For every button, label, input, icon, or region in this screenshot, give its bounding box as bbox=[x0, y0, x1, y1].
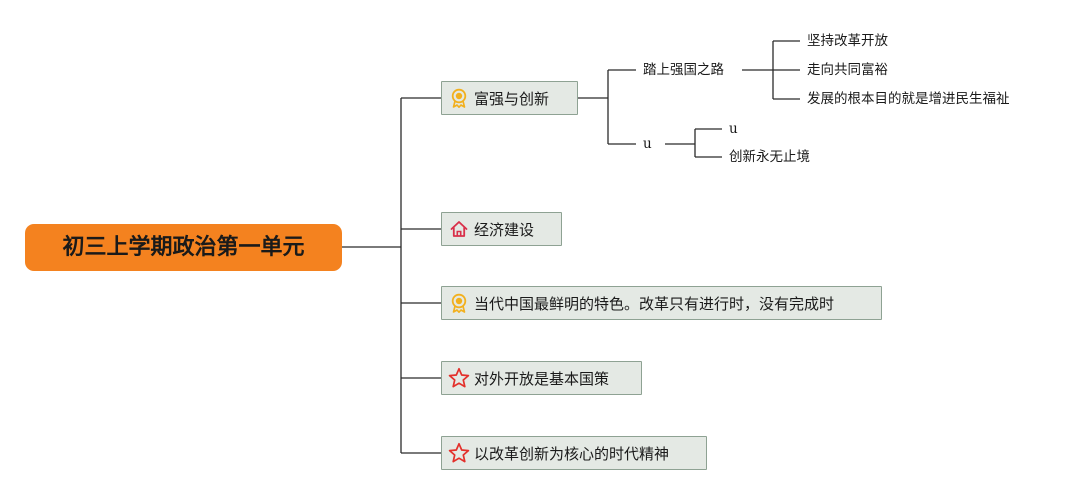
leaf-label: 创新永无止境 bbox=[729, 149, 810, 165]
leaf-topic[interactable]: 坚持改革开放 bbox=[807, 32, 888, 50]
leaf-label: 发展的根本目的就是增进民生福祉 bbox=[807, 91, 1010, 107]
branch-label-3: 当代中国最鲜明的特色。改革只有进行时，没有完成时 bbox=[474, 294, 835, 313]
subtopic-2[interactable]: u bbox=[643, 135, 652, 153]
leaf-topic[interactable]: 发展的根本目的就是增进民生福祉 bbox=[807, 90, 1010, 108]
branch-label-4: 对外开放是基本国策 bbox=[474, 369, 610, 388]
branch-node-3[interactable]: 当代中国最鲜明的特色。改革只有进行时，没有完成时 bbox=[441, 286, 882, 320]
subtopic-1[interactable]: 踏上强国之路 bbox=[643, 61, 724, 79]
subtopic-label-2: u bbox=[643, 136, 652, 152]
branch-label-1: 富强与创新 bbox=[474, 89, 550, 108]
leaf-label: u bbox=[729, 121, 738, 137]
root-topic[interactable]: 初三上学期政治第一单元 bbox=[25, 224, 342, 271]
leaf-label: 坚持改革开放 bbox=[807, 33, 888, 49]
branch-node-1[interactable]: 富强与创新 bbox=[441, 81, 578, 115]
leaf-topic[interactable]: 创新永无止境 bbox=[729, 148, 810, 166]
branch-node-4[interactable]: 对外开放是基本国策 bbox=[441, 361, 642, 395]
branch-label-5: 以改革创新为核心的时代精神 bbox=[474, 444, 670, 463]
star-icon bbox=[448, 367, 470, 389]
leaf-topic[interactable]: 走向共同富裕 bbox=[807, 61, 888, 79]
medal-icon bbox=[448, 292, 470, 314]
branch-node-2[interactable]: 经济建设 bbox=[441, 212, 562, 246]
leaf-topic[interactable]: u bbox=[729, 120, 738, 138]
branch-label-2: 经济建设 bbox=[474, 220, 535, 239]
branch-node-5[interactable]: 以改革创新为核心的时代精神 bbox=[441, 436, 707, 470]
leaf-label: 走向共同富裕 bbox=[807, 62, 888, 78]
subtopic-label-1: 踏上强国之路 bbox=[643, 62, 724, 78]
root-topic-label: 初三上学期政治第一单元 bbox=[62, 235, 305, 260]
house-icon bbox=[448, 218, 470, 240]
star-icon bbox=[448, 442, 470, 464]
medal-icon bbox=[448, 87, 470, 109]
